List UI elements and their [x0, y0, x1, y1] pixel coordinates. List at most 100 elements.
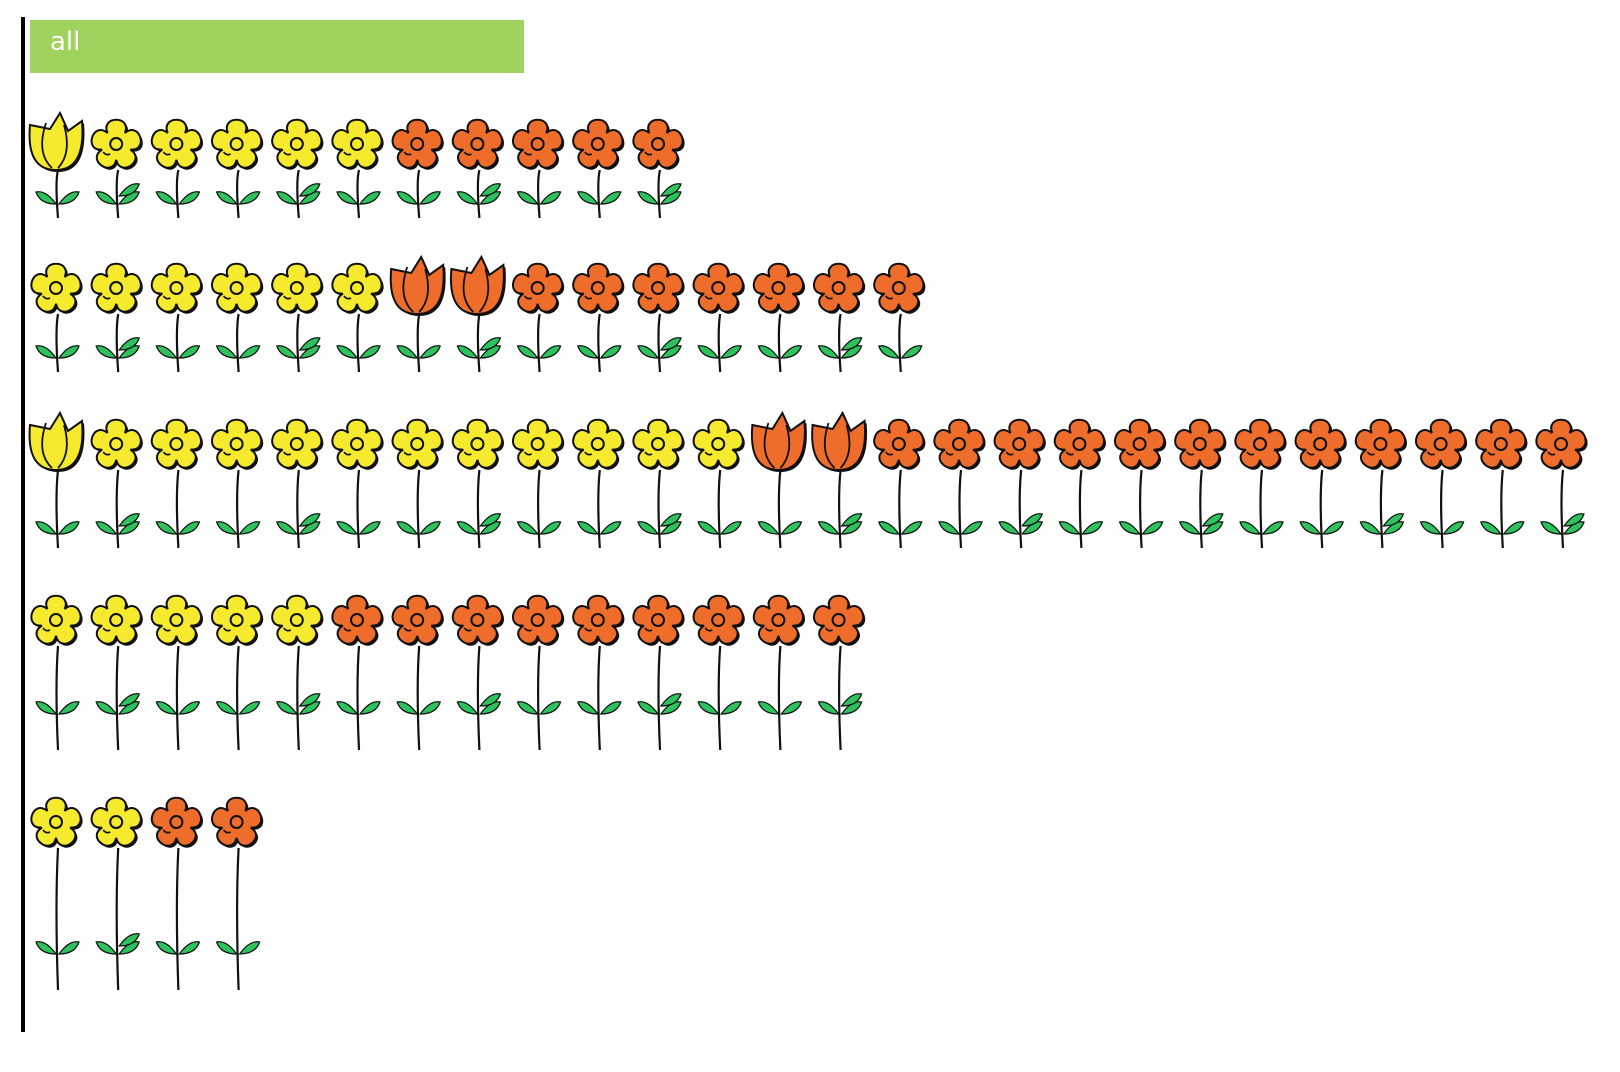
leaf-icon: [238, 701, 261, 715]
orange-daisy-mark: [572, 594, 625, 751]
leaf-icon: [1141, 521, 1164, 535]
yellow-daisy-mark: [30, 262, 83, 373]
stem-icon: [55, 645, 60, 751]
leaf-icon: [577, 521, 599, 535]
leaf-icon: [215, 191, 238, 205]
leaf-icon: [479, 701, 502, 715]
daisy-icon: [1354, 418, 1408, 470]
orange-daisy-mark: [692, 262, 745, 373]
daisy-icon: [391, 118, 444, 170]
tulip-icon: [28, 410, 85, 472]
stem-icon: [236, 313, 240, 373]
leaf-icon: [298, 521, 321, 535]
leaf-icon: [336, 701, 359, 715]
leaf-icon: [577, 345, 599, 359]
leaf-icon: [659, 693, 682, 707]
daisy-icon: [211, 262, 264, 314]
leaf-icon: [659, 521, 682, 535]
leaf-icon: [358, 521, 381, 535]
stem-icon: [296, 645, 300, 751]
daisy-icon: [752, 262, 806, 314]
daisy-icon: [632, 118, 685, 170]
leaf-icon: [298, 337, 321, 351]
leaf-icon: [1179, 521, 1201, 535]
leaf-icon: [419, 521, 441, 535]
leaf-icon: [298, 513, 321, 527]
stem-icon: [236, 645, 240, 751]
stem-icon: [537, 469, 541, 549]
orange-daisy-mark: [1535, 418, 1588, 549]
leaf-icon: [118, 191, 140, 205]
yellow-daisy-mark: [150, 262, 204, 373]
leaf-icon: [637, 191, 660, 205]
orange-daisy-mark: [1415, 418, 1468, 549]
stem-icon: [476, 469, 481, 549]
orange-daisy-mark: [451, 594, 505, 751]
leaf-icon: [456, 345, 479, 359]
daisy-icon: [572, 262, 625, 314]
daisy-icon: [512, 118, 565, 170]
stem-icon: [1440, 469, 1444, 549]
stem-icon: [55, 169, 60, 219]
leaf-icon: [516, 345, 539, 359]
stem-icon: [777, 469, 782, 549]
leaf-icon: [298, 191, 321, 205]
stem-icon: [838, 645, 842, 751]
stem-icon: [296, 169, 300, 219]
leaf-icon: [1239, 521, 1262, 535]
leaf-icon: [659, 337, 682, 351]
y-axis-line: [21, 17, 25, 1032]
leaf-icon: [118, 345, 140, 359]
stem-icon: [1259, 469, 1264, 549]
orange-daisy-mark: [391, 118, 444, 219]
daisy-icon: [512, 594, 565, 646]
yellow-tulip-mark: [28, 410, 85, 549]
tulip-icon: [750, 410, 807, 472]
daisy-icon: [572, 594, 625, 646]
orange-daisy-mark: [1234, 418, 1287, 549]
leaf-icon: [1021, 521, 1043, 535]
orange-tulip-mark: [389, 254, 446, 373]
leaf-icon: [358, 191, 381, 205]
daisy-icon: [30, 262, 83, 314]
leaf-icon: [215, 345, 238, 359]
leaf-icon: [1021, 513, 1043, 527]
daisy-icon: [150, 262, 204, 314]
daisy-icon: [331, 262, 384, 314]
leaf-icon: [637, 345, 660, 359]
daisy-icon: [90, 796, 143, 848]
leaf-icon: [298, 701, 321, 715]
leaf-icon: [276, 345, 298, 359]
stem-icon: [717, 313, 722, 373]
leaf-icon: [336, 191, 359, 205]
leaf-icon: [178, 191, 201, 205]
daisy-icon: [1114, 418, 1167, 470]
pictogram-row-1: [28, 110, 685, 219]
filter-tag-all[interactable]: all: [30, 20, 524, 73]
stem-icon: [537, 169, 541, 219]
daisy-icon: [150, 594, 204, 646]
orange-tulip-mark: [811, 410, 868, 549]
stem-icon: [296, 469, 300, 549]
leaf-icon: [35, 191, 58, 205]
daisy-icon: [1053, 418, 1107, 470]
daisy-icon: [271, 262, 324, 314]
daisy-icon: [1475, 418, 1528, 470]
leaf-icon: [479, 693, 502, 707]
leaf-icon: [900, 345, 923, 359]
stem-icon: [115, 169, 120, 219]
leaf-icon: [697, 521, 720, 535]
stem-icon: [356, 169, 361, 219]
stem-icon: [175, 313, 180, 373]
stem-icon: [1139, 469, 1143, 549]
leaf-icon: [1419, 521, 1442, 535]
stem-icon: [1379, 469, 1384, 549]
stem-icon: [476, 169, 481, 219]
orange-daisy-mark: [512, 118, 565, 219]
leaf-icon: [419, 701, 441, 715]
leaf-icon: [878, 521, 900, 535]
stem-icon: [1319, 469, 1324, 549]
leaf-icon: [539, 701, 562, 715]
orange-daisy-mark: [1354, 418, 1408, 549]
